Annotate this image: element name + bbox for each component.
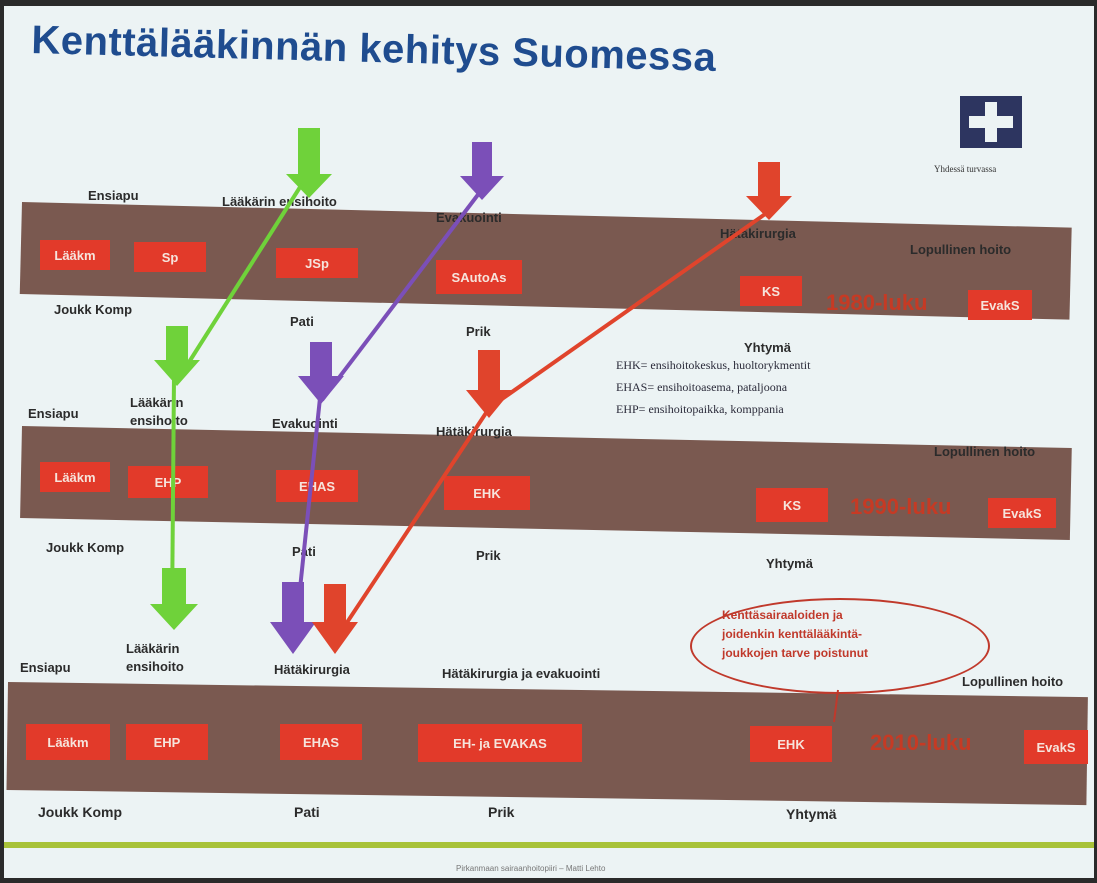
unit-box: EHAS xyxy=(276,470,358,502)
era-label: 1980-luku xyxy=(826,290,928,315)
footer-text: Pirkanmaan sairaanhoitopiiri – Matti Leh… xyxy=(456,864,606,873)
stage-label: Hätäkirurgia xyxy=(720,226,796,241)
note-line: joidenkin kenttälääkintä- xyxy=(722,627,863,641)
legend-line: EHAS= ensihoitoasema, pataljoona xyxy=(616,380,788,394)
level-label: Prik xyxy=(466,324,491,339)
stage-label: Hätäkirurgia xyxy=(274,662,350,677)
level-label: Yhtymä xyxy=(786,806,837,822)
stage-label: Lääkärin ensihoito xyxy=(126,641,184,674)
down-arrow-icon xyxy=(460,142,504,200)
level-label: Yhtymä xyxy=(766,556,813,571)
level-label: Joukk Komp xyxy=(38,804,123,820)
stage-label: Lopullinen hoito xyxy=(962,674,1064,689)
unit-box: EHK xyxy=(750,726,832,762)
red-arrows xyxy=(312,162,839,723)
connector-line xyxy=(490,210,770,408)
level-label: Pati xyxy=(294,804,320,820)
note-line: Kenttäsairaaloiden ja xyxy=(722,608,843,622)
unit-box: EHP xyxy=(126,724,208,760)
unit-box: KS xyxy=(740,276,802,306)
stage-label: Evakuointi xyxy=(272,416,338,431)
down-arrow-icon xyxy=(466,350,512,418)
green-arrows xyxy=(150,128,332,630)
stage-label: Hätäkirurgia ja evakuointi xyxy=(442,666,601,681)
connector-line xyxy=(182,182,304,372)
note-text: Kenttäsairaaloiden ja joidenkin kenttälä… xyxy=(722,606,868,663)
level-label: Yhtymä xyxy=(744,340,791,355)
down-arrow-icon xyxy=(298,342,344,404)
down-arrow-icon xyxy=(312,584,358,654)
stage-label: Lopullinen hoito xyxy=(910,242,1012,257)
connector-line xyxy=(833,689,839,723)
unit-box: Lääkm xyxy=(40,240,110,270)
stage-label: Lopullinen hoito xyxy=(934,444,1036,459)
stage-label: Ensiapu xyxy=(28,406,79,421)
unit-box: EvakS xyxy=(988,498,1056,528)
unit-box: Lääkm xyxy=(26,724,110,760)
level-label: Joukk Komp xyxy=(54,302,133,317)
note-ellipse xyxy=(690,598,990,694)
level-label: Pati xyxy=(290,314,314,329)
stage-label: Evakuointi xyxy=(436,210,502,225)
era-label: 2010-luku xyxy=(870,730,972,755)
slide: Kenttälääkinnän kehitys Suomessa Yhdessä… xyxy=(4,6,1094,878)
stage-label: Ensiapu xyxy=(20,660,71,675)
unit-box: Sp xyxy=(134,242,206,272)
down-arrow-icon xyxy=(154,326,200,386)
level-label: Prik xyxy=(488,804,515,820)
unit-box: EvakS xyxy=(968,290,1032,320)
legend-line: EHK= ensihoitokeskus, huoltorykmentit xyxy=(616,358,811,372)
stage-label: Ensiapu xyxy=(88,188,139,203)
unit-box: EHAS xyxy=(280,724,362,760)
level-label: Prik xyxy=(476,548,501,563)
era-label: 1990-luku xyxy=(850,494,952,519)
connector-line xyxy=(320,190,482,402)
unit-box: EvakS xyxy=(1024,730,1088,764)
down-arrow-icon xyxy=(150,568,198,630)
purple-arrows xyxy=(270,142,504,654)
down-arrow-icon xyxy=(746,162,792,220)
down-arrow-icon xyxy=(270,582,316,654)
footer-divider xyxy=(4,842,1094,848)
unit-box: JSp xyxy=(276,248,358,278)
down-arrow-icon xyxy=(286,128,332,198)
note-line: joukkojen tarve poistunut xyxy=(722,646,869,660)
connector-line xyxy=(332,408,490,644)
unit-box: Lääkm xyxy=(40,462,110,492)
unit-box: EHK xyxy=(444,476,530,510)
logo-caption: Yhdessä turvassa xyxy=(934,164,997,174)
level-label: Joukk Komp xyxy=(46,540,125,555)
cross-logo-icon xyxy=(960,96,1022,148)
stage-label: Lääkärin ensihoito xyxy=(222,194,337,209)
unit-box: KS xyxy=(756,488,828,522)
unit-box: SAutoAs xyxy=(436,260,522,294)
unit-box: EH- ja EVAKAS xyxy=(418,724,582,762)
arrow-overlay xyxy=(150,128,839,723)
legend-line: EHP= ensihoitopaikka, komppania xyxy=(616,402,784,416)
